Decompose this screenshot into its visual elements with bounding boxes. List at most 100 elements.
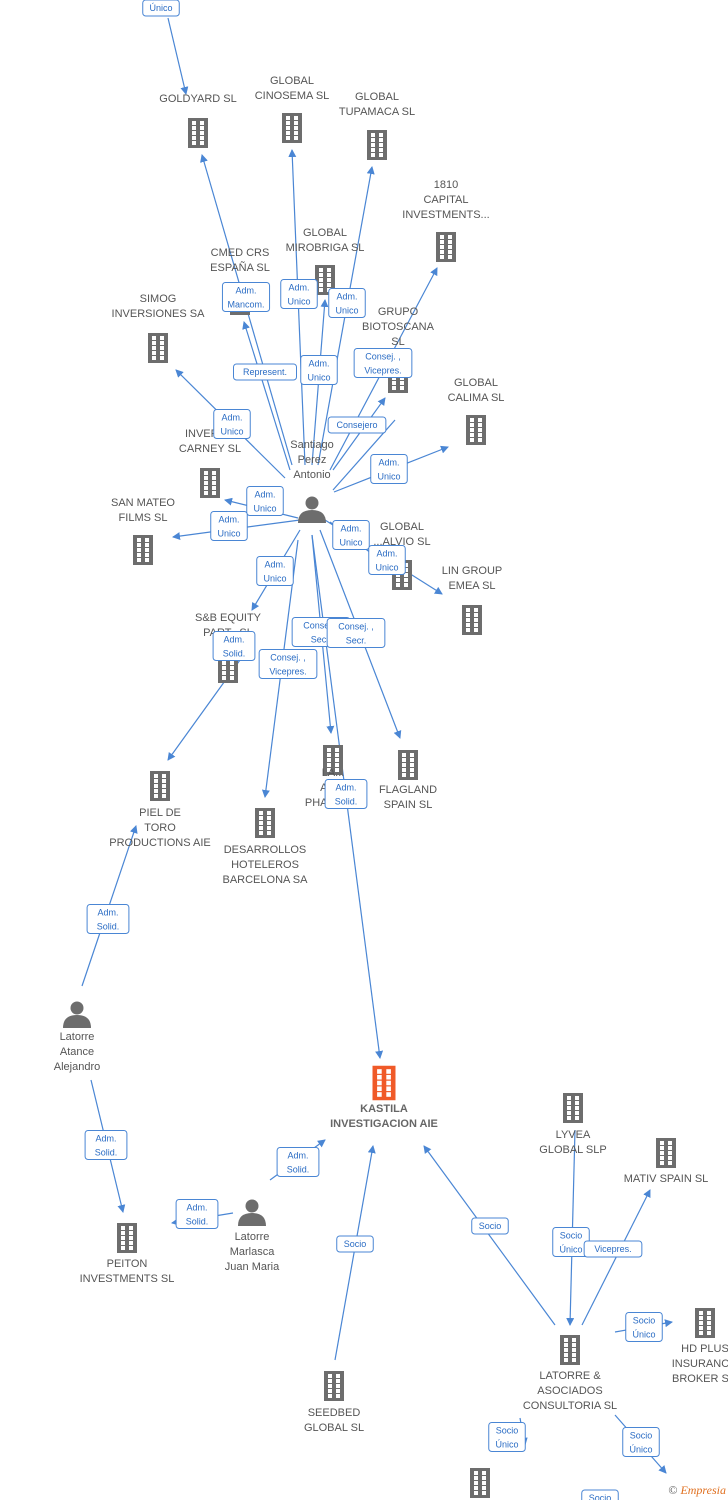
edge-label-text: Adm. (376, 549, 397, 559)
building-icon (150, 771, 170, 801)
node-bottomco[interactable] (470, 1468, 490, 1498)
edge-label[interactable]: Socio (581, 1489, 619, 1500)
footer-credit[interactable]: © Empresia (668, 1483, 726, 1498)
edge-label[interactable]: Adm.Solid. (212, 631, 256, 661)
node-label: CARNEY SL (179, 443, 241, 455)
node-capital1810[interactable]: 1810CAPITALINVESTMENTS... (402, 179, 490, 262)
node-carney[interactable]: INVERS...CARNEY SL (179, 428, 241, 498)
edge-label[interactable]: Adm.Unico (370, 454, 408, 484)
person-icon (238, 1199, 266, 1226)
edge-label[interactable]: Socio (471, 1217, 509, 1235)
relation-edge (423, 1145, 556, 1326)
edge-label[interactable]: Adm.Mancom. (221, 282, 271, 312)
edge-label-text: Unico (287, 297, 310, 307)
edge-label[interactable]: Adm.Solid. (276, 1147, 320, 1177)
edge-label[interactable]: Adm.Unico (246, 486, 284, 516)
node-label: CMED CRS (211, 247, 270, 259)
edge-label[interactable]: Consej. , Vicepres. (353, 348, 413, 378)
edge-label-text: Socio (589, 1493, 612, 1500)
edge-label-text: Adm. (335, 783, 356, 793)
edge-label-text: Unico (307, 373, 330, 383)
edge-label[interactable]: Vicepres. (583, 1240, 643, 1258)
edge-label-text: Socio (630, 1431, 653, 1441)
edge-label[interactable]: Adm.Unico (300, 355, 338, 385)
edge-label[interactable]: Adm.Solid. (86, 904, 130, 934)
node-label: INVERSIONES SA (112, 308, 206, 320)
edge-label-text: Secr. (311, 635, 332, 645)
edge-label-text: Vicepres. (364, 366, 401, 376)
edge-label-text: Consej. , (365, 352, 401, 362)
edge-label[interactable]: Adm.Solid. (175, 1199, 219, 1229)
edge-label[interactable]: Adm.Unico (213, 409, 251, 439)
node-label: Alejandro (54, 1061, 100, 1073)
edge-label[interactable]: Adm.Solid. (84, 1130, 128, 1160)
edge-label[interactable]: Adm.Unico (280, 279, 318, 309)
node-label: HD PLUS (681, 1343, 728, 1355)
node-label: LIN GROUP (442, 565, 503, 577)
edge-label[interactable]: Consej. ,Secr. (326, 618, 386, 648)
building-icon (200, 468, 220, 498)
edge-label-text: Solid. (95, 1148, 118, 1158)
node-label: LA... (322, 767, 345, 779)
node-label: BROKER S... (672, 1373, 728, 1385)
edge-label[interactable]: Represent. (233, 363, 297, 381)
edge-label[interactable]: Único (142, 0, 180, 17)
node-label: 1810 (434, 179, 458, 191)
node-label: Antonio (293, 469, 330, 481)
edge-label[interactable]: Adm.Solid. (324, 779, 368, 809)
node-label: MIROBRIGA SL (286, 242, 365, 254)
edge-label[interactable]: Socio (336, 1235, 374, 1253)
edge-label[interactable]: Consejero (327, 416, 387, 434)
edge-label-text: Consej. , (270, 653, 306, 663)
node-label: ASOCIADOS (537, 1385, 602, 1397)
node-label: GLOBAL (380, 521, 424, 533)
edge-label[interactable]: Adm. Unico (210, 511, 248, 541)
edge-label-text: Único (559, 1245, 582, 1255)
node-mativ[interactable]: MATIV SPAIN SL (624, 1138, 709, 1185)
node-label: TUPAMACA SL (339, 106, 415, 118)
edge-label[interactable]: Adm.Unico (328, 288, 366, 318)
edge-label[interactable]: Adm.Unico (332, 520, 370, 550)
edge-label[interactable]: Adm.Unico (256, 556, 294, 586)
edge-label-text: Solid. (97, 922, 120, 932)
edge-label-text: Represent. (243, 367, 287, 377)
node-label: GLOBAL (454, 377, 498, 389)
edge-label-text: Socio (496, 1426, 519, 1436)
node-label: TORO (144, 822, 176, 834)
node-label: SEEDBED (308, 1407, 361, 1419)
person-icon (298, 496, 326, 523)
edge-label[interactable]: Adm.Unico (368, 545, 406, 575)
edge-label-text: Vicepres. (269, 667, 306, 677)
edge-label[interactable]: Consej. , Vicepres. (258, 649, 318, 679)
edge-label-text: Adm. (218, 515, 239, 525)
edge-label-text: Unico (220, 427, 243, 437)
edge-label-text: Unico (217, 529, 240, 539)
node-goldyard[interactable]: GOLDYARD SL (159, 93, 237, 148)
building-icon (398, 750, 418, 780)
node-label: SL (391, 336, 404, 348)
building-icon (255, 808, 275, 838)
